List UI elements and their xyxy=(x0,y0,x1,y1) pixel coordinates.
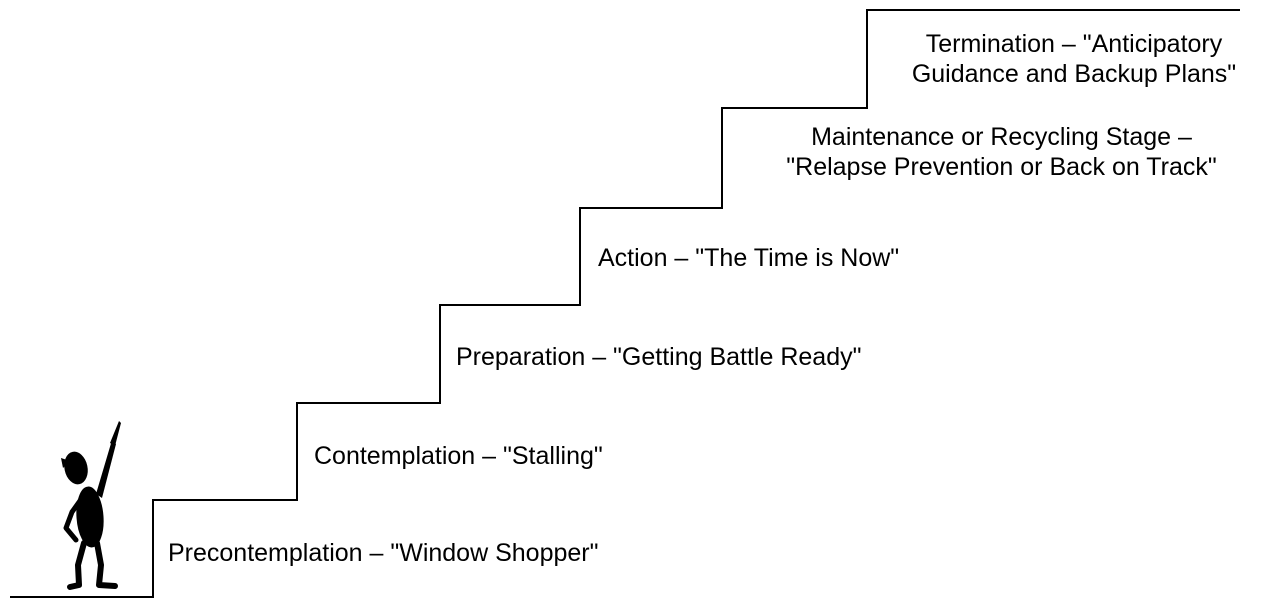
step-label-line: Action – "The Time is Now" xyxy=(598,244,900,272)
step-label-line: Preparation – "Getting Battle Ready" xyxy=(456,343,862,371)
step-label-line: Guidance and Backup Plans" xyxy=(911,60,1237,88)
step-label-line: Contemplation – "Stalling" xyxy=(314,442,603,470)
step-label-maintenance: Maintenance or Recycling Stage – "Relaps… xyxy=(744,122,1259,182)
step-label-contemplation: Contemplation – "Stalling" xyxy=(314,441,603,471)
step-label-line: "Relapse Prevention or Back on Track" xyxy=(786,153,1217,181)
step-label-line: Termination – "Anticipatory xyxy=(925,30,1223,58)
staircase-line xyxy=(10,9,1240,598)
step-label-termination: Termination – "Anticipatory Guidance and… xyxy=(882,29,1266,89)
step-label-precontemplation: Precontemplation – "Window Shopper" xyxy=(168,538,598,568)
person-pointing-up-icon xyxy=(61,421,121,590)
step-label-line: Maintenance or Recycling Stage – xyxy=(811,123,1192,151)
step-label-preparation: Preparation – "Getting Battle Ready" xyxy=(456,342,861,372)
step-label-line: Precontemplation – "Window Shopper" xyxy=(168,539,599,567)
step-label-action: Action – "The Time is Now" xyxy=(598,243,899,273)
